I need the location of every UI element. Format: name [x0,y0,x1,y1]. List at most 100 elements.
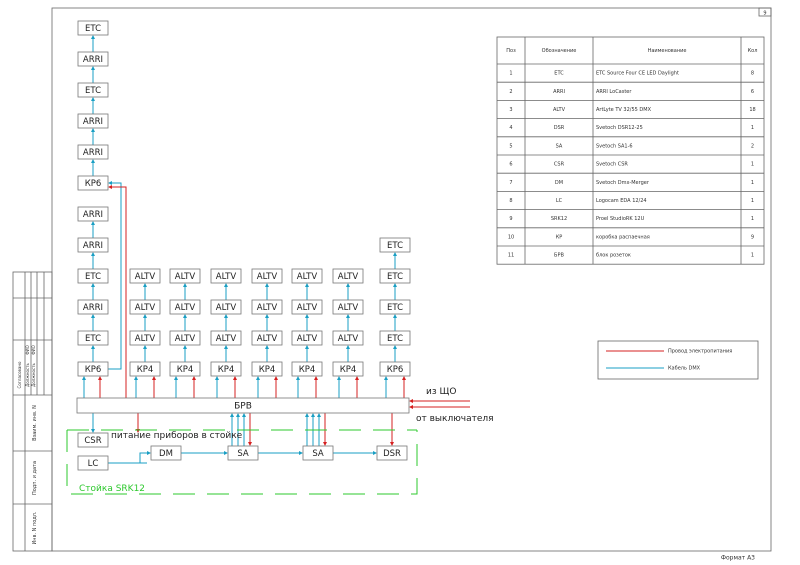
device-box-etc: ETC [379,299,411,315]
left-stamp: Взаим. инв. N Подп. и дата Инв. N подл. … [12,271,53,552]
arrow-head [393,252,397,256]
device-box-altv-label: ALTV [135,272,156,282]
table-cell: ArtLyte TV 32/55 DMX [596,107,652,113]
junction-box-kp4: КР4 [251,361,283,377]
table-cell: CSR [554,162,565,168]
arrow-head [265,314,269,318]
device-box-altv: ALTV [129,268,161,284]
wires-layer [82,35,470,464]
arrow-head [337,376,341,380]
device-box-altv-label: ALTV [338,334,359,344]
arrow-head [317,413,321,417]
arrow-head [265,345,269,349]
table-cell: коробка распаечная [596,234,650,240]
device-box-altv: ALTV [251,268,283,284]
device-box-altv: ALTV [129,330,161,346]
arrow-head [91,429,95,433]
arrow-head [393,345,397,349]
device-box-altv-label: ALTV [297,334,318,344]
device-box-dsr: DSR [376,445,408,461]
table-cell: 5 [509,143,512,149]
arrow-head [314,376,318,380]
arrow-head [174,376,178,380]
arrow-head [91,221,95,225]
junction-box-kp4-label: КР4 [177,365,194,375]
table-cell: БРВ [554,253,564,259]
junction-box-kp4-label: КР4 [137,365,154,375]
table-cell: 10 [508,234,514,240]
junction-box-kp4-label: КР4 [340,365,357,375]
page-number: 9 [763,11,766,17]
device-box-altv-label: ALTV [175,272,196,282]
arrow-head [224,283,228,287]
device-box-arri: ARRI [77,299,109,315]
junction-box-kp4: КР4 [291,361,323,377]
device-box-etc-label: ETC [387,334,403,344]
format-label: Формат А3 [721,555,755,562]
device-box-altv-label: ALTV [135,334,156,344]
table-cell: SRK12 [551,216,567,222]
junction-box-kp4-label: КР4 [299,365,316,375]
junction-box-kp4: КР4 [129,361,161,377]
table-cell: 11 [508,253,514,259]
stamp-small-text: ФИО [31,345,36,355]
arrow-head [91,97,95,101]
arrow-head [402,376,406,380]
table-cell: 3 [509,107,512,113]
device-box-altv: ALTV [210,299,242,315]
table-cell: ARRI LoCaster [596,89,632,95]
arrow-head [409,399,413,403]
table-cell: 4 [509,125,512,131]
device-box-altv: ALTV [291,299,323,315]
device-box-altv: ALTV [169,268,201,284]
table-cell: 9 [509,216,512,222]
arrow-head [91,283,95,287]
table-cell: 7 [509,180,512,186]
device-box-dm-label: DM [159,449,173,459]
stamp-text: Взаим. инв. N [32,405,38,441]
device-box-etc: ETC [379,330,411,346]
device-box-etc-label: ETC [85,24,101,34]
arrow-head [91,314,95,318]
table-cell: 8 [751,71,754,77]
arrow-head [215,376,219,380]
arrow-head [274,376,278,380]
table-cell: DSR [554,125,565,131]
device-box-sa: SA [227,445,259,461]
device-box-кр6: КР6 [77,361,109,377]
device-box-etc: ETC [379,237,411,253]
stamp-text: Инв. N подл. [32,511,38,544]
junction-box-kp4: КР4 [332,361,364,377]
device-box-кр6: КР6 [77,175,109,191]
junction-box-kp4-label: КР4 [218,365,235,375]
table-cell: SA [556,143,563,149]
table-cell: Svetoch Dmx-Merger [596,180,650,186]
arrow-head [143,314,147,318]
arrow-head [393,283,397,287]
device-box-etc: ETC [77,268,109,284]
table-cell: 18 [749,107,755,113]
device-box-arri-label: ARRI [83,303,103,313]
device-box-dsr-label: DSR [383,449,401,459]
feed-label-switch: от выключателя [416,414,494,424]
arrow-head [346,283,350,287]
feed-label-shcho: из ЩО [426,387,456,397]
legend-dmx-label: Кабель DMX [668,366,701,372]
device-box-etc: ETC [77,82,109,98]
table-cell: Logocam EDA 12/24 [596,198,647,204]
device-box-altv-label: ALTV [175,334,196,344]
device-box-altv-label: ALTV [297,303,318,313]
table-cell: ALTV [553,107,566,113]
device-box-sa-label: SA [312,449,324,459]
device-box-etc: ETC [77,330,109,346]
table-cell: 1 [751,216,754,222]
device-box-altv: ALTV [291,268,323,284]
arrow-head [305,345,309,349]
device-box-etc-label: ETC [387,272,403,282]
arrow-head [248,442,252,446]
table-cell: 6 [751,89,754,95]
arrow-head [256,376,260,380]
device-boxes: ETCARRIETCARRIARRIКР6ARRIARRIETCARRIETCК… [77,20,411,471]
table-cell: 2 [509,89,512,95]
